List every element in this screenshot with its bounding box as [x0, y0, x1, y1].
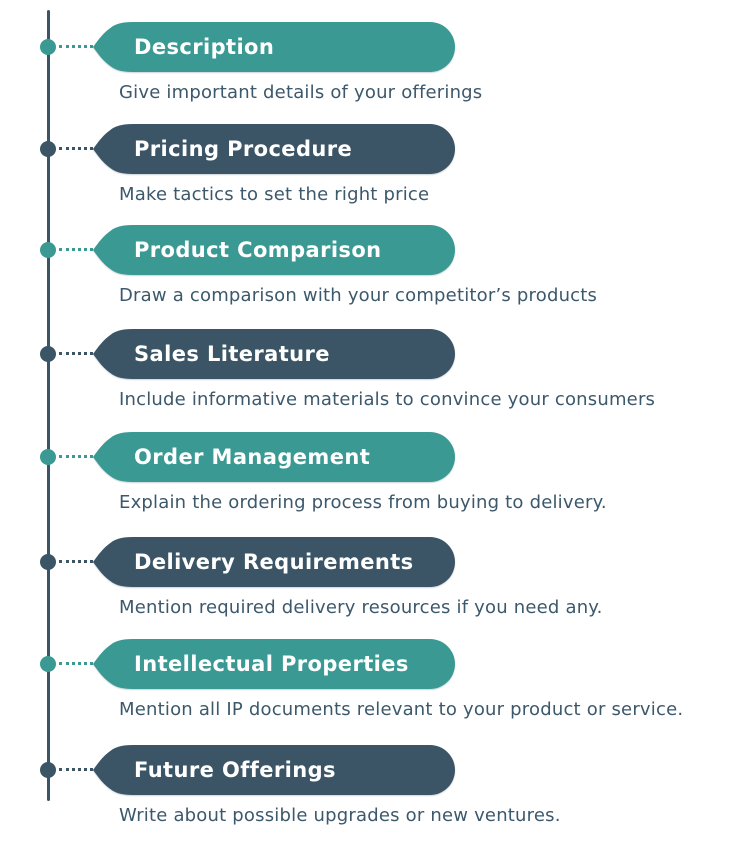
timeline-dot	[40, 346, 56, 362]
item-title: Sales Literature	[134, 342, 330, 366]
timeline-item: Intellectual Properties Mention all IP d…	[0, 639, 750, 735]
timeline-item: Order Management Explain the ordering pr…	[0, 432, 750, 528]
item-title: Delivery Requirements	[134, 550, 414, 574]
timeline-dot	[40, 39, 56, 55]
timeline-dot	[40, 141, 56, 157]
item-title: Future Offerings	[134, 758, 336, 782]
banner-shape	[93, 639, 455, 689]
item-description: Make tactics to set the right price	[119, 184, 430, 205]
timeline-dot	[40, 449, 56, 465]
banner-shape	[93, 745, 455, 795]
item-title: Intellectual Properties	[134, 652, 409, 676]
timeline-dot	[40, 762, 56, 778]
timeline-item: Delivery Requirements Mention required d…	[0, 537, 750, 633]
item-description: Mention required delivery resources if y…	[119, 597, 603, 618]
item-description: Include informative materials to convinc…	[119, 389, 656, 410]
banner-shape	[93, 432, 455, 482]
item-description: Write about possible upgrades or new ven…	[119, 805, 561, 826]
timeline-line	[47, 10, 50, 801]
item-title: Pricing Procedure	[134, 137, 353, 161]
item-title: Order Management	[134, 445, 371, 469]
banner-shape	[93, 329, 455, 379]
timeline-dot	[40, 242, 56, 258]
dotted-connector	[59, 45, 99, 48]
timeline-item: Future Offerings Write about possible up…	[0, 745, 750, 841]
timeline-item: Pricing Procedure Make tactics to set th…	[0, 124, 750, 220]
timeline-dot	[40, 554, 56, 570]
dotted-connector	[59, 147, 99, 150]
item-title: Description	[134, 35, 275, 59]
timeline-dot	[40, 656, 56, 672]
timeline-item: Description Give important details of yo…	[0, 22, 750, 118]
banner-shape	[93, 124, 455, 174]
item-description: Explain the ordering process from buying…	[119, 492, 607, 513]
dotted-connector	[59, 248, 99, 251]
banner-shape	[93, 537, 455, 587]
dotted-connector	[59, 768, 99, 771]
dotted-connector	[59, 352, 99, 355]
timeline-item: Product Comparison Draw a comparison wit…	[0, 225, 750, 321]
banner-shape	[93, 22, 455, 72]
dotted-connector	[59, 662, 99, 665]
dotted-connector	[59, 560, 99, 563]
dotted-connector	[59, 455, 99, 458]
item-title: Product Comparison	[134, 238, 382, 262]
banner-shape	[93, 225, 455, 275]
timeline-item: Sales Literature Include informative mat…	[0, 329, 750, 425]
item-description: Mention all IP documents relevant to you…	[119, 699, 684, 720]
item-description: Draw a comparison with your competitor’s…	[119, 285, 598, 306]
item-description: Give important details of your offerings	[119, 82, 483, 103]
